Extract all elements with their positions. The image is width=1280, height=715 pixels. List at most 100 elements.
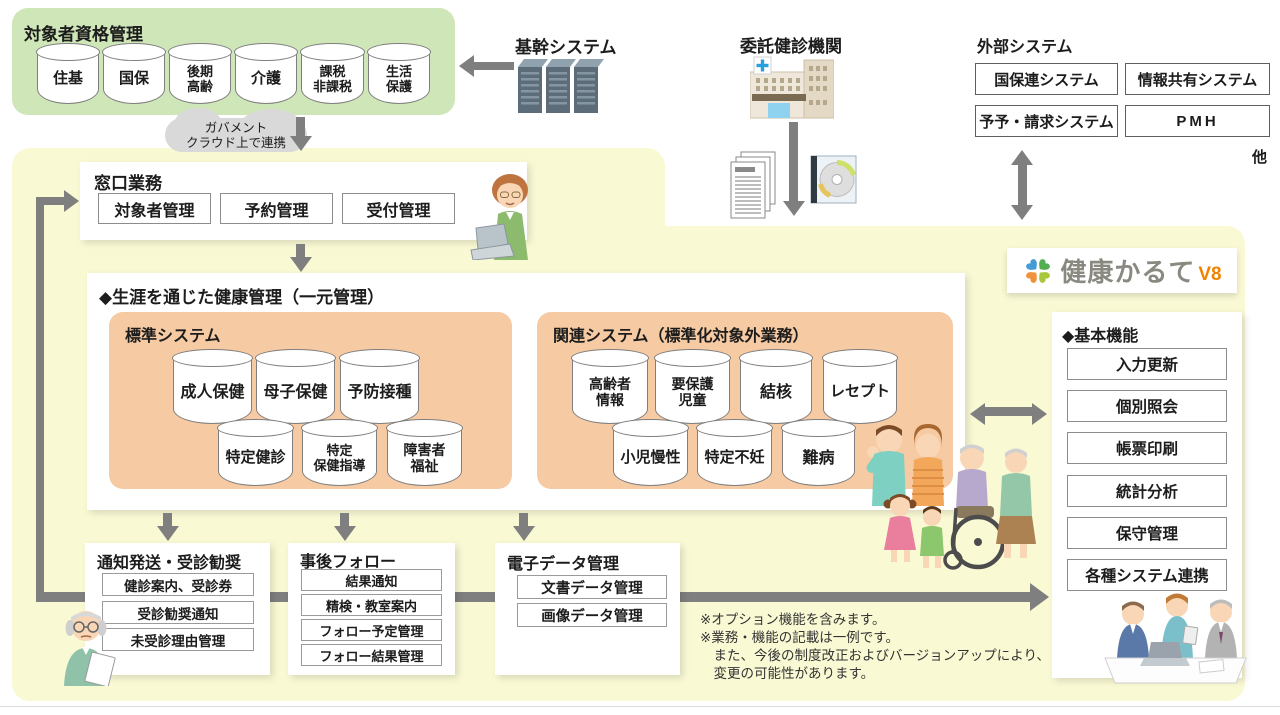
- related-system-title: 関連システム（標準化対象外業務）: [553, 328, 809, 345]
- cyl-shogaisha-fukushi: 障害者 福祉: [386, 419, 463, 486]
- footnote-line: ※オプション機能を含みます。: [700, 612, 886, 627]
- cyl-shoni-mansei: 小児慢性: [612, 419, 689, 486]
- notification-item-1: 健診案内、受診券: [102, 573, 254, 596]
- edata-item-1: 文書データ管理: [517, 575, 667, 599]
- office-workers-illustration: [1104, 593, 1247, 684]
- cyl-kekkaku: 結核: [739, 349, 813, 424]
- cyl-yobo-sesshu: 予防接種: [339, 349, 420, 424]
- footnote-line: 変更の可能性があります。: [700, 666, 875, 681]
- edata-panel: 電子データ管理 文書データ管理 画像データ管理: [495, 543, 680, 675]
- core-system-label: 基幹システム: [515, 38, 617, 57]
- edata-item-2: 画像データ管理: [517, 603, 667, 627]
- cyl-tokutei-kenshin: 特定健診: [217, 419, 294, 486]
- arrow-to-notification-head: [157, 526, 179, 541]
- family-illustration: [866, 424, 1036, 570]
- arrow-window-to-lifetime-head: [290, 257, 312, 272]
- elderly-man-illustration: [64, 611, 116, 686]
- arrow-external-up-head: [1011, 150, 1033, 165]
- arrow-to-edata-shaft: [519, 513, 528, 527]
- arrow-core-to-qualification-head: [459, 55, 474, 77]
- followup-item-4: フォロー結果管理: [301, 644, 442, 666]
- arrow-to-edata-head: [513, 526, 535, 541]
- server-icon: [518, 59, 604, 113]
- hospital-icon: [750, 56, 834, 119]
- followup-item-2: 精検・教室案内: [301, 594, 442, 616]
- arrow-main-basic-left-head: [970, 403, 985, 425]
- window-operations-panel: 窓口業務 対象者管理 予約管理 受付管理: [80, 162, 527, 240]
- arrow-external-shaft: [1018, 164, 1027, 206]
- gov-cloud: ガバメント クラウド上で連携: [165, 108, 307, 152]
- arrow-examorg-down-head: [783, 201, 805, 216]
- footnotes: ※オプション機能を含みます。 ※業務・機能の記載は一例です。 また、今後の制度改…: [700, 611, 1050, 683]
- followup-item-3: フォロー予定管理: [301, 619, 442, 641]
- basic-functions-title: ◆基本機能: [1062, 328, 1139, 345]
- lifetime-management-panel: ◆生涯を通じた健康管理（一元管理） 標準システム 成人保健 母子保健 予防接種 …: [87, 273, 965, 510]
- window-operations-title: 窓口業務: [94, 174, 162, 193]
- button-nyuryoku-koshin: 入力更新: [1067, 348, 1227, 380]
- button-hoshu-kanri: 保守管理: [1067, 517, 1227, 549]
- db-cylinder-kouki: 後期 高齢: [168, 43, 232, 104]
- external-system-johokyoyu: 情報共有システム: [1125, 63, 1270, 95]
- external-system-kokuhoren: 国保連システム: [975, 63, 1118, 95]
- button-yoyaku-kanri: 予約管理: [220, 193, 333, 224]
- notification-title: 通知発送・受診勧奨: [97, 555, 242, 572]
- footnote-line: ※業務・機能の記載は一例です。: [700, 630, 899, 645]
- button-uketsuke-kanri: 受付管理: [342, 193, 455, 224]
- external-system-yoyo-seikyu: 予予・請求システム: [975, 105, 1118, 137]
- standard-system-title: 標準システム: [125, 328, 221, 345]
- db-cylinder-kokuho: 国保: [102, 43, 166, 104]
- arrow-examorg-down-shaft: [789, 122, 798, 202]
- bottom-divider-line: [0, 706, 1280, 707]
- logo-version: V8: [1198, 263, 1222, 285]
- receptionist-illustration: [470, 174, 528, 260]
- lifetime-title: ◆生涯を通じた健康管理（一元管理）: [99, 288, 385, 307]
- db-cylinder-kazei: 課税 非課税: [300, 43, 365, 104]
- notification-item-3: 未受診理由管理: [102, 628, 254, 651]
- product-logo: 健康かるて V8: [1007, 248, 1237, 293]
- arrow-cloud-down-head: [290, 136, 312, 151]
- gov-cloud-text: ガバメント クラウド上で連携: [185, 121, 286, 150]
- arrow-to-followup-shaft: [340, 513, 349, 527]
- bottom-flow-head: [1030, 583, 1049, 611]
- qualification-title: 対象者資格管理: [24, 25, 143, 44]
- arrow-to-followup-head: [334, 526, 356, 541]
- arrow-main-basic-shaft: [984, 407, 1033, 416]
- notification-panel: 通知発送・受診勧奨 健診案内、受診券 受診勧奨通知 未受診理由管理: [85, 543, 270, 675]
- cyl-tokutei-hoken-shido: 特定 保健指導: [301, 419, 378, 486]
- arrow-to-notification-shaft: [163, 513, 172, 527]
- arrow-core-to-qualification-shaft: [474, 62, 514, 70]
- cyl-tokutei-funin: 特定不妊: [696, 419, 773, 486]
- qualification-box: 対象者資格管理 住基 国保 後期 高齢 介護 課税 非課税 生活 保護: [12, 8, 455, 115]
- edata-title: 電子データ管理: [507, 556, 620, 573]
- external-systems-title: 外部システム: [977, 39, 1073, 56]
- cyl-koreisha-joho: 高齢者 情報: [571, 349, 649, 424]
- arrow-cloud-down-shaft: [296, 117, 305, 137]
- db-cylinder-kaigo: 介護: [234, 43, 298, 104]
- basic-functions-panel: ◆基本機能 入力更新 個別照会 帳票印刷 統計分析 保守管理 各種システム連携: [1052, 312, 1242, 678]
- button-kakushu-renkei: 各種システム連携: [1067, 559, 1227, 591]
- loop-arrow-top-shaft: [36, 197, 66, 205]
- loop-arrow-vertical-shaft: [36, 197, 44, 598]
- arrow-external-down-head: [1011, 205, 1033, 220]
- button-chohyo-insatsu: 帳票印刷: [1067, 432, 1227, 464]
- loop-arrow-top-head: [64, 190, 79, 212]
- db-cylinder-juki: 住基: [36, 43, 100, 104]
- documents-icon: [730, 151, 776, 219]
- notification-item-2: 受診勧奨通知: [102, 601, 254, 624]
- cyl-yohogo-jido: 要保護 児童: [654, 349, 731, 424]
- exam-org-label: 委託健診機関: [740, 37, 842, 56]
- cyl-boshi-hoken: 母子保健: [255, 349, 336, 424]
- arrow-main-basic-right-head: [1032, 403, 1047, 425]
- followup-item-1: 結果通知: [301, 569, 442, 591]
- cyl-nanbyo: 難病: [781, 419, 856, 486]
- button-taishosha-kanri: 対象者管理: [98, 193, 211, 224]
- logo-product-name: 健康かるて: [1060, 257, 1196, 287]
- cyl-receipt: レセプト: [822, 349, 898, 424]
- external-system-pmh: PMH: [1125, 105, 1270, 137]
- button-tokei-bunseki: 統計分析: [1067, 475, 1227, 507]
- external-more-label: 他: [1252, 149, 1268, 166]
- followup-panel: 事後フォロー 結果通知 精検・教室案内 フォロー予定管理 フォロー結果管理: [288, 543, 455, 675]
- clover-logo-icon: [1026, 258, 1051, 283]
- footnote-line: また、今後の制度改正およびバージョンアップにより、: [700, 648, 1050, 663]
